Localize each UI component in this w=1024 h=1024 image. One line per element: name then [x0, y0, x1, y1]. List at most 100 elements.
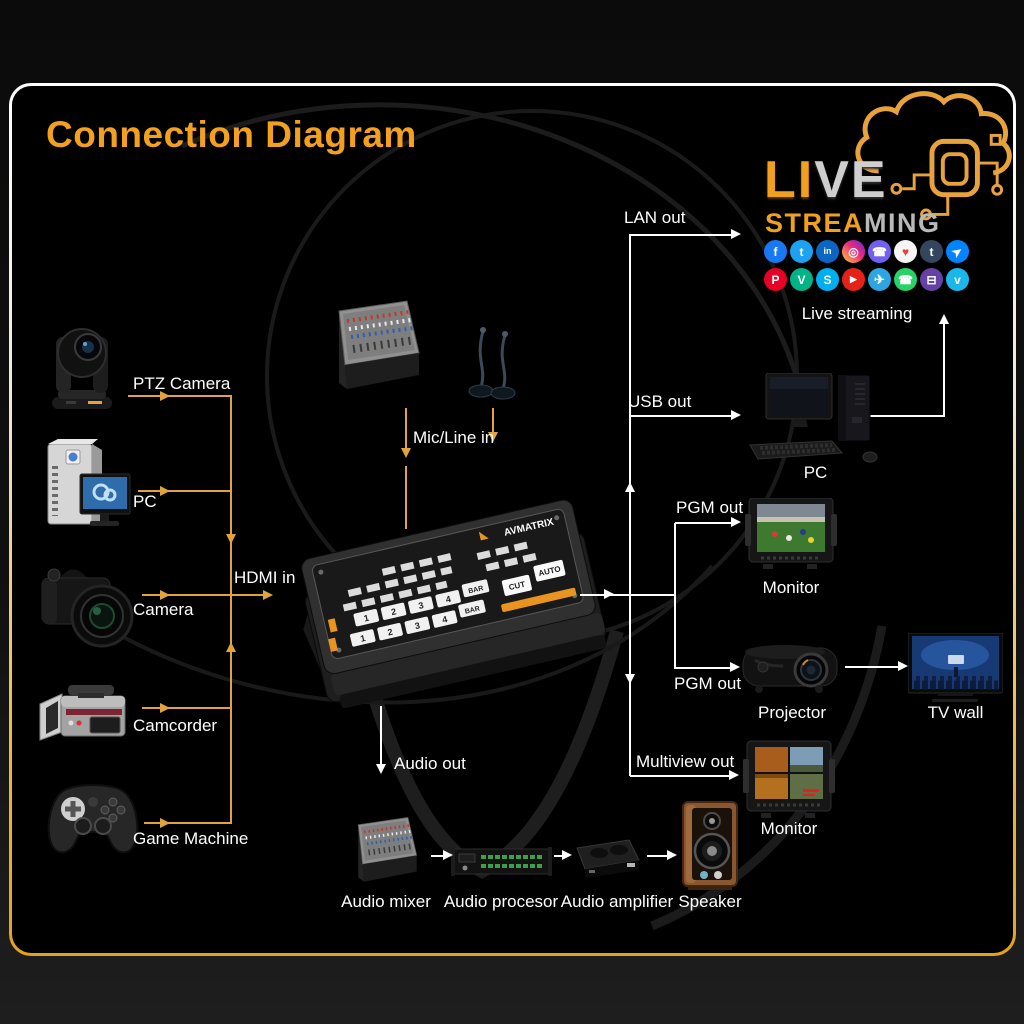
whatsapp-icon: ☎: [894, 268, 917, 291]
vimeo-icon: v: [946, 268, 969, 291]
pgm-out-line-2: [675, 667, 732, 669]
hdmi-in-label: HDMI in: [234, 568, 296, 587]
logo-streaming-gold: STREA: [765, 208, 865, 238]
pgm-out-line-1: [675, 522, 733, 524]
input-bus-line: [230, 395, 232, 824]
camcorder-image: [38, 684, 140, 750]
output-bus-up-arrow: [625, 482, 635, 492]
skype-glyph: S: [823, 272, 832, 287]
mic-line-in-label: Mic/Line in: [413, 428, 495, 447]
gold-frame: Connection Diagram LIVE STREAMING f t in…: [9, 83, 1016, 956]
projector-image: [741, 636, 843, 700]
ptz-arrow: [160, 391, 170, 401]
logo-streaming-silver: MING: [864, 208, 941, 238]
projector-to-tvwall-arrow: [898, 661, 908, 671]
video-switcher-image: AVMATRIX 1 2 3 4 BAR: [301, 499, 607, 709]
diagram-canvas: Connection Diagram LIVE STREAMING f t in…: [12, 86, 1013, 953]
switcher-cut-key: CUT: [508, 580, 526, 592]
audio-out-line: [380, 706, 382, 766]
vimeo-glyph: v: [954, 272, 961, 287]
source-label-pc: PC: [133, 492, 157, 511]
camera-line: [142, 594, 231, 596]
source-label-ptz-camera: PTZ Camera: [133, 374, 231, 393]
pc-to-stream-line-h: [870, 415, 945, 417]
mic-arrow-1: [401, 448, 411, 458]
projector-to-tvwall-line: [845, 666, 900, 668]
skype-icon: S: [816, 268, 839, 291]
whatsapp-glyph: ☎: [898, 272, 913, 287]
social-icons-row1: f t in ◎ ☎ ♥ t ➤: [764, 240, 969, 263]
audio-amplifier-label: Audio amplifier: [560, 892, 674, 911]
pc-destination-label: PC: [803, 463, 828, 482]
tumblr-glyph: t: [929, 244, 934, 259]
mic-line-2: [492, 408, 494, 432]
switcher-out-arrow: [604, 589, 614, 599]
messenger-icon: ➤: [946, 240, 969, 263]
logo-live-silver: VE: [814, 151, 888, 209]
multiview-out-label: Multiview out: [636, 752, 735, 771]
input-bus-down-arrow: [226, 534, 236, 544]
vine-glyph: V: [797, 272, 806, 287]
facebook-glyph: f: [773, 244, 778, 259]
camera-arrow: [160, 590, 170, 600]
pgm-monitor-label: Monitor: [762, 578, 820, 597]
switcher-out-line: [580, 594, 676, 596]
twitch-glyph: ⊟: [926, 272, 937, 287]
audio-amplifier-image: [569, 836, 643, 880]
camera-image: [38, 554, 140, 654]
tv-wall-label: TV wall: [927, 703, 984, 722]
multiview-monitor-label: Monitor: [760, 819, 818, 838]
social-icons-row2: P V S ▶ ✈ ☎ ⊟ v: [764, 268, 969, 291]
switcher-key-4: 4: [445, 594, 452, 605]
logo-streaming: STREAMING: [765, 208, 941, 239]
speaker-image: [680, 799, 740, 891]
microphones-image: [467, 321, 519, 401]
viber-glyph: ☎: [872, 244, 887, 259]
switcher-key-6: 2: [387, 627, 394, 638]
audio-processor-label: Audio procesor: [443, 892, 559, 911]
twitter-glyph: t: [799, 244, 804, 259]
messenger-glyph: ➤: [949, 242, 966, 261]
mic-line-1b: [405, 466, 407, 529]
viber-icon: ☎: [868, 240, 891, 263]
telegram-icon: ✈: [868, 268, 891, 291]
instagram-glyph: ◎: [848, 244, 859, 259]
camcorder-arrow: [160, 703, 170, 713]
mixer-to-processor-line: [431, 855, 445, 857]
usb-out-arrow: [731, 410, 741, 420]
speaker-label: Speaker: [678, 892, 742, 911]
pinterest-icon: P: [764, 268, 787, 291]
usb-out-label: USB out: [628, 392, 692, 411]
pc-arrow: [160, 486, 170, 496]
switcher-key-2: 2: [390, 606, 397, 617]
source-label-game-machine: Game Machine: [133, 829, 249, 848]
audio-mixer-bottom-image: [342, 816, 430, 892]
processor-to-amplifier-arrow: [562, 850, 572, 860]
lan-out-arrow: [731, 229, 741, 239]
periscope-glyph: ♥: [901, 244, 910, 259]
periscope-icon: ♥: [894, 240, 917, 263]
pc-to-stream-line-v: [943, 323, 945, 417]
pgm-out-arrow-1: [731, 517, 741, 527]
page-title: Connection Diagram: [46, 114, 417, 155]
ptz-line: [128, 395, 231, 397]
game-machine-arrow: [160, 818, 170, 828]
logo-live-gold: LI: [764, 151, 815, 209]
camcorder-line: [142, 707, 231, 709]
pc-desktop-image: [748, 373, 883, 465]
lan-out-label: LAN out: [624, 208, 686, 227]
mic-line-1a: [405, 408, 407, 448]
source-label-camcorder: Camcorder: [133, 716, 218, 735]
youtube-glyph: ▶: [850, 274, 857, 284]
telegram-glyph: ✈: [874, 272, 885, 287]
amplifier-to-speaker-line: [647, 855, 669, 857]
pgm-monitor-image: [745, 498, 837, 572]
projector-label: Projector: [757, 703, 827, 722]
tv-wall-image: [908, 633, 1003, 707]
mic-arrow-2: [488, 432, 498, 442]
switcher-key-8: 4: [441, 614, 448, 625]
source-label-camera: Camera: [133, 600, 194, 619]
input-bus-up-arrow: [226, 642, 236, 652]
pgm-out-arrow-2: [730, 662, 740, 672]
live-streaming-caption: Live streaming: [801, 304, 913, 323]
